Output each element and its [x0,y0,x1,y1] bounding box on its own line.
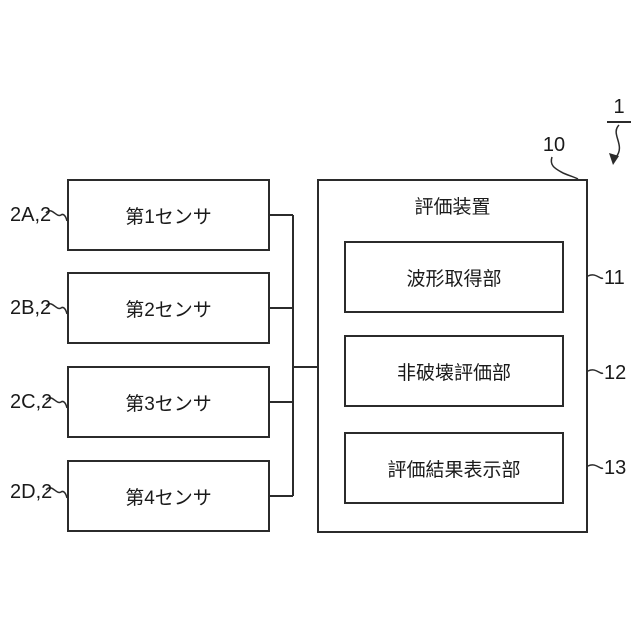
sensor1-ref-label: 2A,2 [10,204,52,226]
sensor4-box: 第4センサ [67,460,270,532]
leader-ref-10 [550,156,579,180]
module-result-display-ref-label: 13 [604,457,627,479]
leader-ref-2c2 [45,397,68,409]
module-ndt-eval-label: 非破壊評価部 [396,362,511,384]
sensor3-box: 第3センサ [67,366,270,438]
leader-ref-2a2 [45,210,68,222]
module-waveform-label: 波形取得部 [406,268,502,290]
sensor4-ref-label: 2D,2 [10,481,53,503]
sensor2-label: 第2センサ [125,299,212,321]
module-ndt-eval-ref-label: 12 [604,362,627,384]
sensor3-label: 第3センサ [125,393,212,415]
leader-ref-2d2 [45,487,68,499]
sensor3-ref-label: 2C,2 [10,391,53,413]
system-ref-arrowhead [609,153,619,165]
sensor2-ref-label: 2B,2 [10,297,52,319]
module-waveform-box: 波形取得部 [344,241,564,313]
sensor1-label: 第1センサ [125,206,212,228]
module-result-display-box: 評価結果表示部 [344,432,564,504]
module-ndt-eval-box: 非破壊評価部 [344,335,564,407]
device-ref-label: 10 [542,134,566,156]
system-ref-label: 1 [603,94,635,123]
sensor4-label: 第4センサ [125,487,212,509]
sensor2-box: 第2センサ [67,272,270,344]
leader-ref-2b2 [45,303,68,315]
device-title: 評価装置 [414,197,491,218]
system-ref-arrow-line [615,124,621,158]
module-result-display-label: 評価結果表示部 [387,459,521,481]
module-waveform-ref-label: 11 [604,267,625,289]
sensor1-box: 第1センサ [67,179,270,251]
system-ref-number: 1 [607,94,631,123]
